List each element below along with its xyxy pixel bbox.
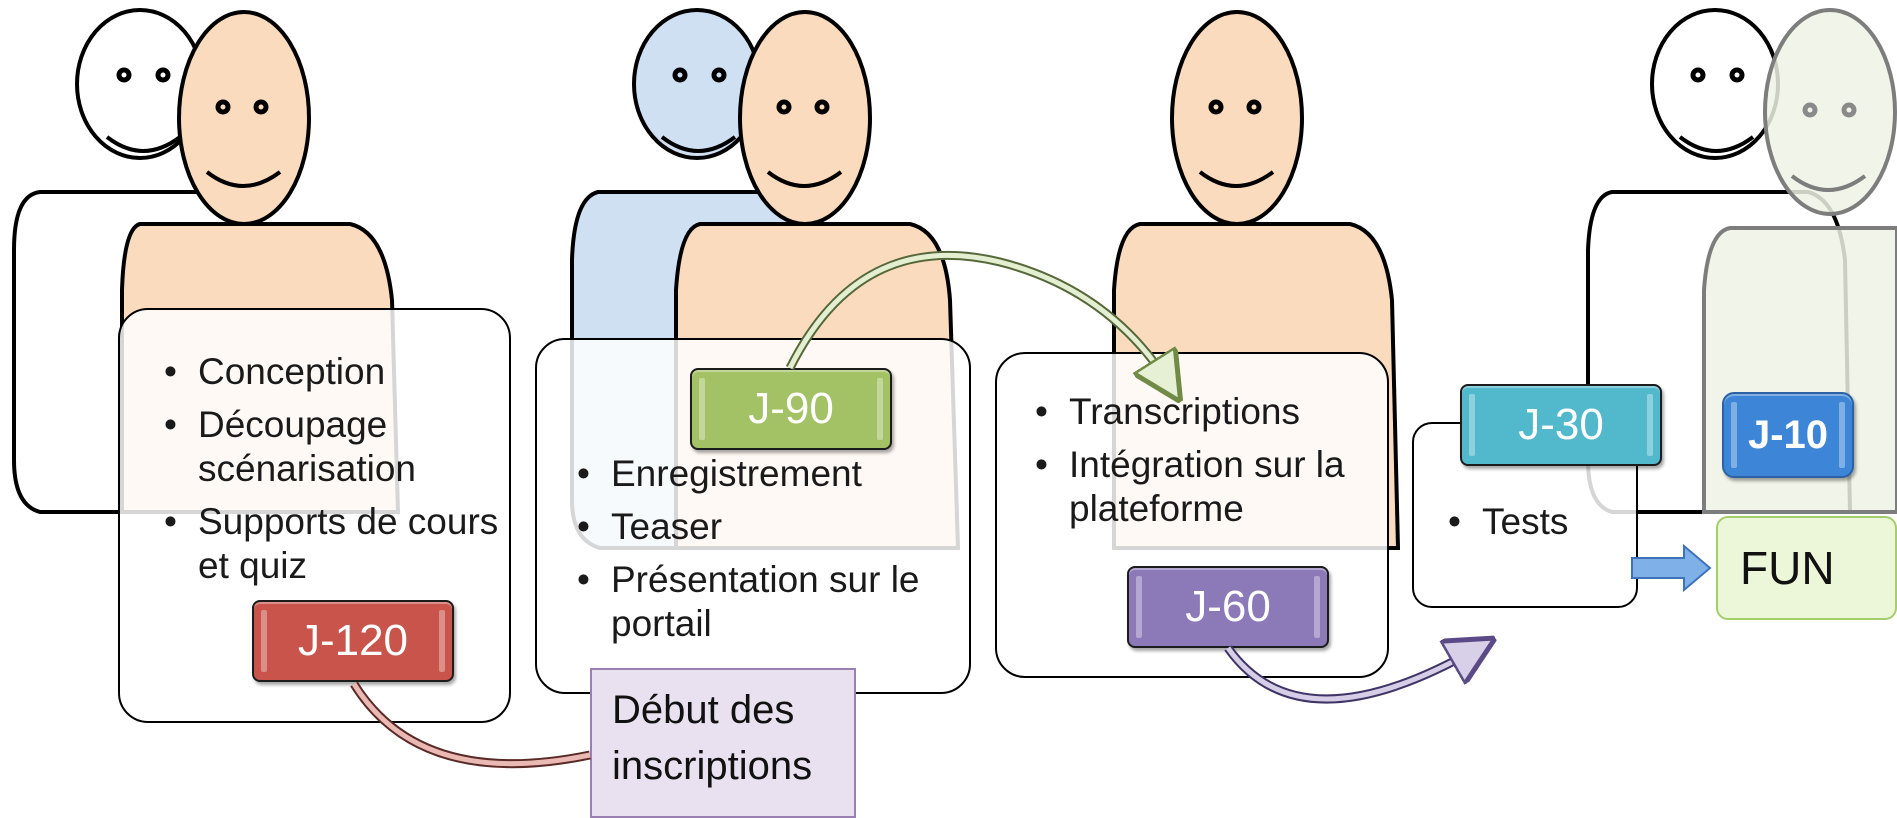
stage-item: Teaser [577,505,969,549]
milestone-j10: J-10 [1722,392,1854,478]
stage-item: Enregistrement [577,452,969,496]
curved-arrow-icon [785,250,1170,385]
stage-item: Intégration sur la plateforme [1035,443,1387,531]
fun-platform-box: FUN [1716,516,1897,620]
debut-inscriptions-box: Début des inscriptions [590,668,856,818]
stage-item: Transcriptions [1035,390,1387,434]
stage-item: Présentation sur le portail [577,558,969,646]
stage-item: Tests [1448,500,1636,544]
milestone-j60: J-60 [1127,566,1329,648]
stage-item: Conception [164,350,509,394]
milestone-j90: J-90 [690,368,892,450]
stage-item: Découpage scénarisation [164,403,509,491]
block-arrow-icon [1631,543,1712,593]
curved-arrow-icon [1224,648,1478,704]
stage-item: Supports de cours et quiz [164,500,509,588]
milestone-j120: J-120 [252,600,454,682]
curved-arrow-icon [350,681,591,769]
milestone-j30: J-30 [1460,384,1662,466]
